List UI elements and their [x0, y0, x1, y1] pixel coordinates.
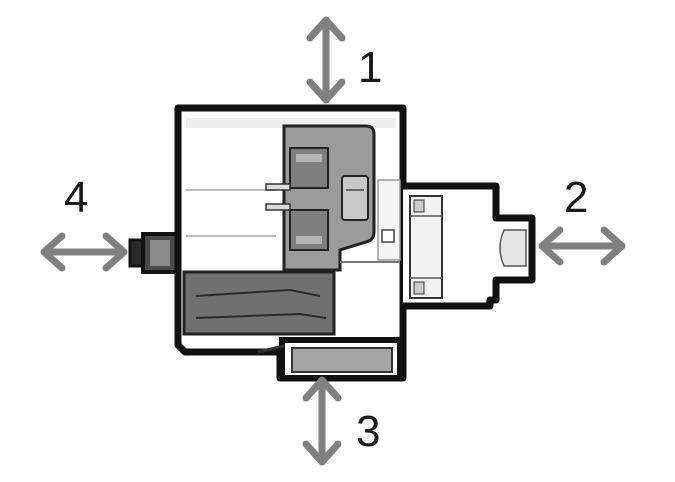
double-arrow-horizontal-icon — [40, 232, 128, 272]
bottom-drawer — [257, 337, 403, 381]
double-arrow-vertical-icon — [302, 376, 342, 466]
dark-tray — [182, 270, 336, 336]
right-side-unit — [403, 182, 536, 310]
double-arrow-vertical-icon — [306, 16, 346, 104]
machine-top-view — [128, 104, 536, 382]
left-connector — [128, 232, 181, 274]
label-right: 2 — [564, 173, 588, 222]
document-feeder — [265, 124, 376, 272]
label-left: 4 — [64, 173, 88, 222]
label-top: 1 — [358, 43, 382, 92]
label-bottom: 3 — [356, 407, 380, 456]
double-arrow-horizontal-icon — [538, 226, 626, 266]
